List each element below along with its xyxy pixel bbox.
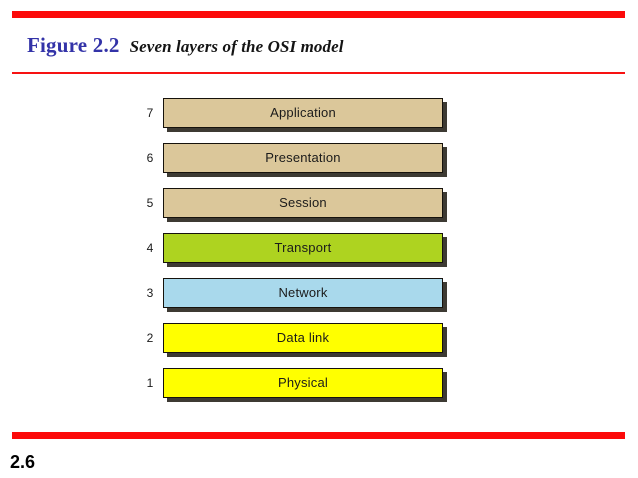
layer-row: 7 Application bbox=[0, 97, 638, 142]
layer-row: 3 Network bbox=[0, 277, 638, 322]
layer-bar-transport[interactable]: Transport bbox=[163, 233, 443, 263]
layer-row: 6 Presentation bbox=[0, 142, 638, 187]
layer-bar-session[interactable]: Session bbox=[163, 188, 443, 218]
layer-row: 1 Physical bbox=[0, 367, 638, 412]
layer-bar-physical[interactable]: Physical bbox=[163, 368, 443, 398]
layer-label: Data link bbox=[276, 330, 330, 345]
figure-number: Figure 2.2 bbox=[27, 33, 120, 57]
layer-label: Application bbox=[270, 105, 336, 120]
layer-number: 5 bbox=[146, 196, 154, 210]
layer-number: 3 bbox=[146, 286, 154, 300]
layer-number: 7 bbox=[146, 106, 154, 120]
page-number: 2.6 bbox=[10, 452, 36, 472]
layer-label: Physical bbox=[277, 375, 328, 390]
title-underline-rule bbox=[12, 72, 625, 74]
top-red-rule bbox=[12, 11, 625, 18]
layer-label: Transport bbox=[274, 240, 332, 255]
figure-caption: Seven layers of the OSI model bbox=[129, 37, 344, 56]
osi-layer-stack: 7 Application 6 Presentation 5 Session 4 Transp… bbox=[0, 97, 638, 412]
layer-row: 2 Data link bbox=[0, 322, 638, 367]
layer-bar-data-link[interactable]: Data link bbox=[163, 323, 443, 353]
layer-number: 1 bbox=[146, 376, 154, 390]
layer-bar-network[interactable]: Network bbox=[163, 278, 443, 308]
layer-row: 4 Transport bbox=[0, 232, 638, 277]
layer-label: Session bbox=[279, 195, 327, 210]
layer-row: 5 Session bbox=[0, 187, 638, 232]
layer-bar-presentation[interactable]: Presentation bbox=[163, 143, 443, 173]
layer-label: Network bbox=[278, 285, 328, 300]
layer-label: Presentation bbox=[265, 150, 341, 165]
figure-title: Figure 2.2 Seven layers of the OSI model bbox=[27, 33, 344, 58]
layer-bar-application[interactable]: Application bbox=[163, 98, 443, 128]
layer-number: 6 bbox=[146, 151, 154, 165]
layer-number: 2 bbox=[146, 331, 154, 345]
bottom-red-rule bbox=[12, 432, 625, 439]
layer-number: 4 bbox=[146, 241, 154, 255]
